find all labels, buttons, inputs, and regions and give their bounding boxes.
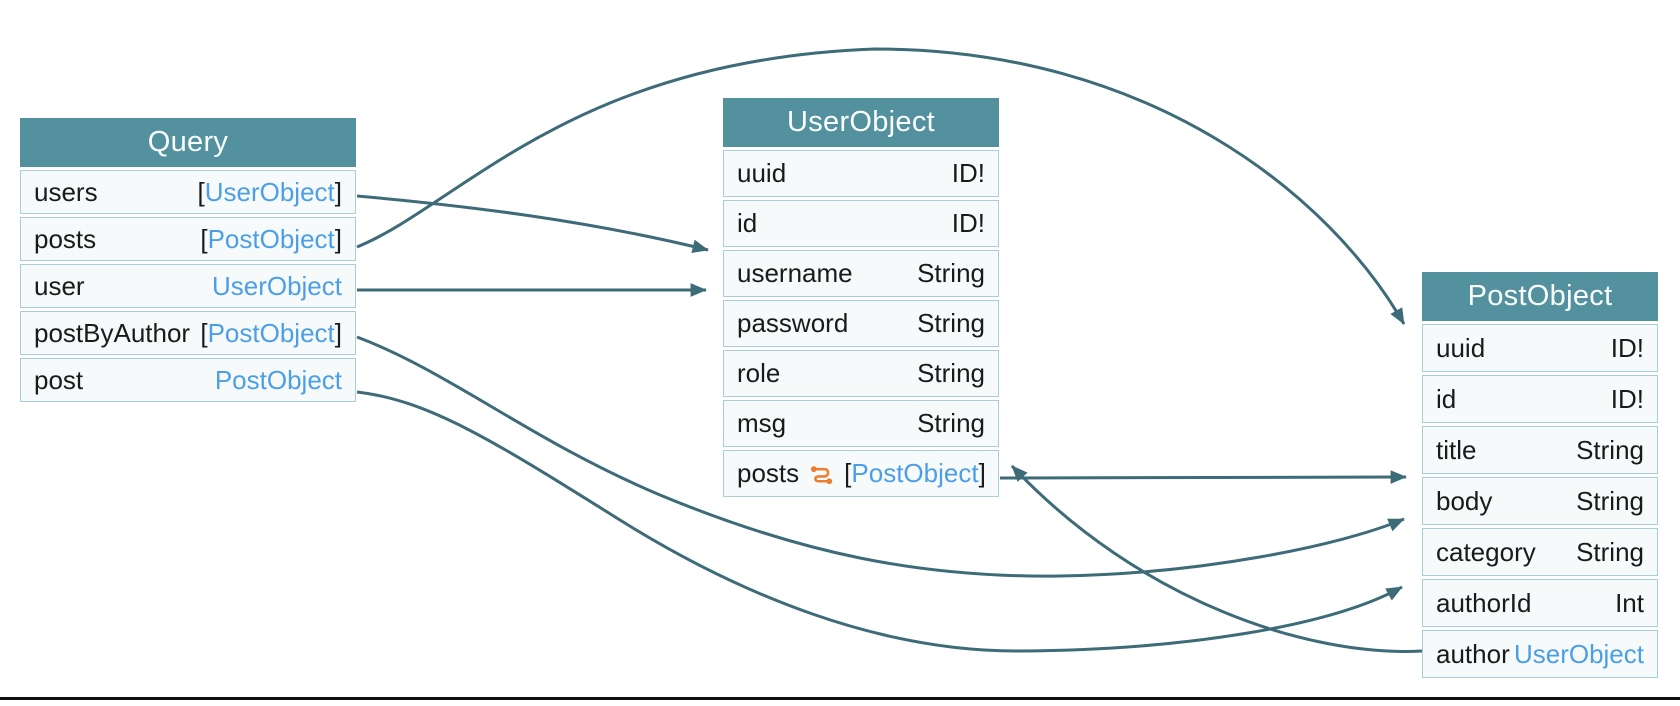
field-type: String <box>917 358 985 389</box>
type-link[interactable]: PostObject <box>214 364 342 395</box>
type-link[interactable]: PostObject <box>207 223 335 254</box>
field-row-post-object-uuid[interactable]: uuid ID! <box>1422 324 1658 372</box>
edge-user-object-posts-to-post-object <box>999 470 1407 484</box>
type-text: ] <box>334 176 342 207</box>
field-type: String <box>1576 435 1644 466</box>
relay-connection-icon <box>811 465 833 484</box>
type-link[interactable]: UserObject <box>204 176 335 207</box>
type-text: ] <box>334 223 342 254</box>
field-type: ID! <box>1611 333 1644 364</box>
field-row-post-object-authorId[interactable]: authorId Int <box>1422 579 1658 627</box>
field-type: UserObject <box>1514 639 1644 670</box>
type-link[interactable]: UserObject <box>1513 638 1644 669</box>
edge-query-postByAuthor-to-post-object <box>356 335 1405 578</box>
type-text: ID! <box>951 208 985 238</box>
field-type: ID! <box>1611 384 1644 415</box>
field-name: post <box>34 364 84 395</box>
type-link[interactable]: PostObject <box>207 317 335 348</box>
type-link[interactable]: PostObject <box>851 458 979 488</box>
type-text: ID! <box>951 158 985 188</box>
type-text: [ <box>200 317 208 348</box>
field-name: username <box>737 258 853 288</box>
type-text: ] <box>978 458 986 488</box>
field-row-post-object-category[interactable]: category String <box>1422 528 1658 576</box>
field-type: String <box>1576 486 1644 517</box>
edge-post-object-author-to-user-object <box>1010 464 1423 653</box>
field-type: [PostObject] <box>200 318 342 349</box>
field-row-post-object-title[interactable]: title String <box>1422 426 1658 474</box>
field-type: UserObject <box>212 271 342 302</box>
type-text: String <box>917 358 985 388</box>
type-text: Int <box>1615 587 1644 618</box>
type-text: String <box>1576 485 1644 516</box>
type-text: ] <box>334 317 342 348</box>
field-row-user-object-id[interactable]: id ID! <box>723 200 999 247</box>
type-text: String <box>917 308 985 338</box>
field-type: ID! <box>952 158 985 189</box>
field-type: String <box>917 408 985 439</box>
field-name: uuid <box>1436 332 1486 363</box>
type-text: String <box>917 258 985 288</box>
field-name: category <box>1436 536 1536 567</box>
field-row-query-post[interactable]: post PostObject <box>20 358 356 402</box>
field-type: String <box>917 308 985 339</box>
edge-query-posts-to-post-object <box>356 47 1406 325</box>
field-name: authorId <box>1436 587 1532 618</box>
field-type: [UserObject] <box>197 177 342 208</box>
field-type: String <box>1576 537 1644 568</box>
field-name: users <box>34 176 98 207</box>
field-name: title <box>1436 434 1477 465</box>
field-row-user-object-posts[interactable]: posts[PostObject] <box>723 450 999 497</box>
field-type: Int <box>1615 588 1644 619</box>
field-type: ID! <box>952 208 985 239</box>
edge-query-post-to-post-object <box>356 390 1403 653</box>
field-row-post-object-id[interactable]: id ID! <box>1422 375 1658 423</box>
field-name: id <box>1436 383 1457 414</box>
type-link[interactable]: UserObject <box>211 270 342 301</box>
type-text: ID! <box>1610 332 1644 363</box>
field-type: PostObject <box>215 365 342 396</box>
type-text: [ <box>200 223 208 254</box>
field-name: msg <box>737 408 787 438</box>
type-text: String <box>917 408 985 438</box>
type-text: String <box>1576 536 1644 567</box>
field-name: posts <box>34 223 97 254</box>
field-name: id <box>737 208 758 238</box>
node-title-post-object[interactable]: PostObject <box>1422 272 1658 321</box>
field-row-post-object-body[interactable]: body String <box>1422 477 1658 525</box>
field-name: password <box>737 308 849 338</box>
field-name: body <box>1436 485 1493 516</box>
field-type: String <box>917 258 985 289</box>
field-row-query-posts[interactable]: posts [PostObject] <box>20 217 356 261</box>
field-name: role <box>737 358 781 388</box>
type-text: String <box>1576 434 1644 465</box>
field-row-query-users[interactable]: users [UserObject] <box>20 170 356 214</box>
field-row-user-object-msg[interactable]: msg String <box>723 400 999 447</box>
field-name: posts <box>737 458 800 488</box>
field-name: author <box>1436 638 1510 669</box>
node-title-user-object[interactable]: UserObject <box>723 98 999 147</box>
type-text: ID! <box>1610 383 1644 414</box>
field-name: postByAuthor <box>34 317 191 348</box>
field-row-query-postByAuthor[interactable]: postByAuthor [PostObject] <box>20 311 356 355</box>
edge-query-users-to-user-object <box>356 194 709 253</box>
bottom-divider <box>0 697 1680 700</box>
field-row-user-object-username[interactable]: username String <box>723 250 999 297</box>
type-text: [ <box>844 458 852 488</box>
field-row-user-object-role[interactable]: role String <box>723 350 999 397</box>
field-name: uuid <box>737 158 787 188</box>
field-row-user-object-uuid[interactable]: uuid ID! <box>723 150 999 197</box>
field-row-user-object-password[interactable]: password String <box>723 300 999 347</box>
node-title-query[interactable]: Query <box>20 118 356 167</box>
type-text: [ <box>197 176 205 207</box>
field-name: user <box>34 270 85 301</box>
field-type: [PostObject] <box>200 224 342 255</box>
field-row-query-user[interactable]: user UserObject <box>20 264 356 308</box>
field-type: [PostObject] <box>799 458 986 489</box>
